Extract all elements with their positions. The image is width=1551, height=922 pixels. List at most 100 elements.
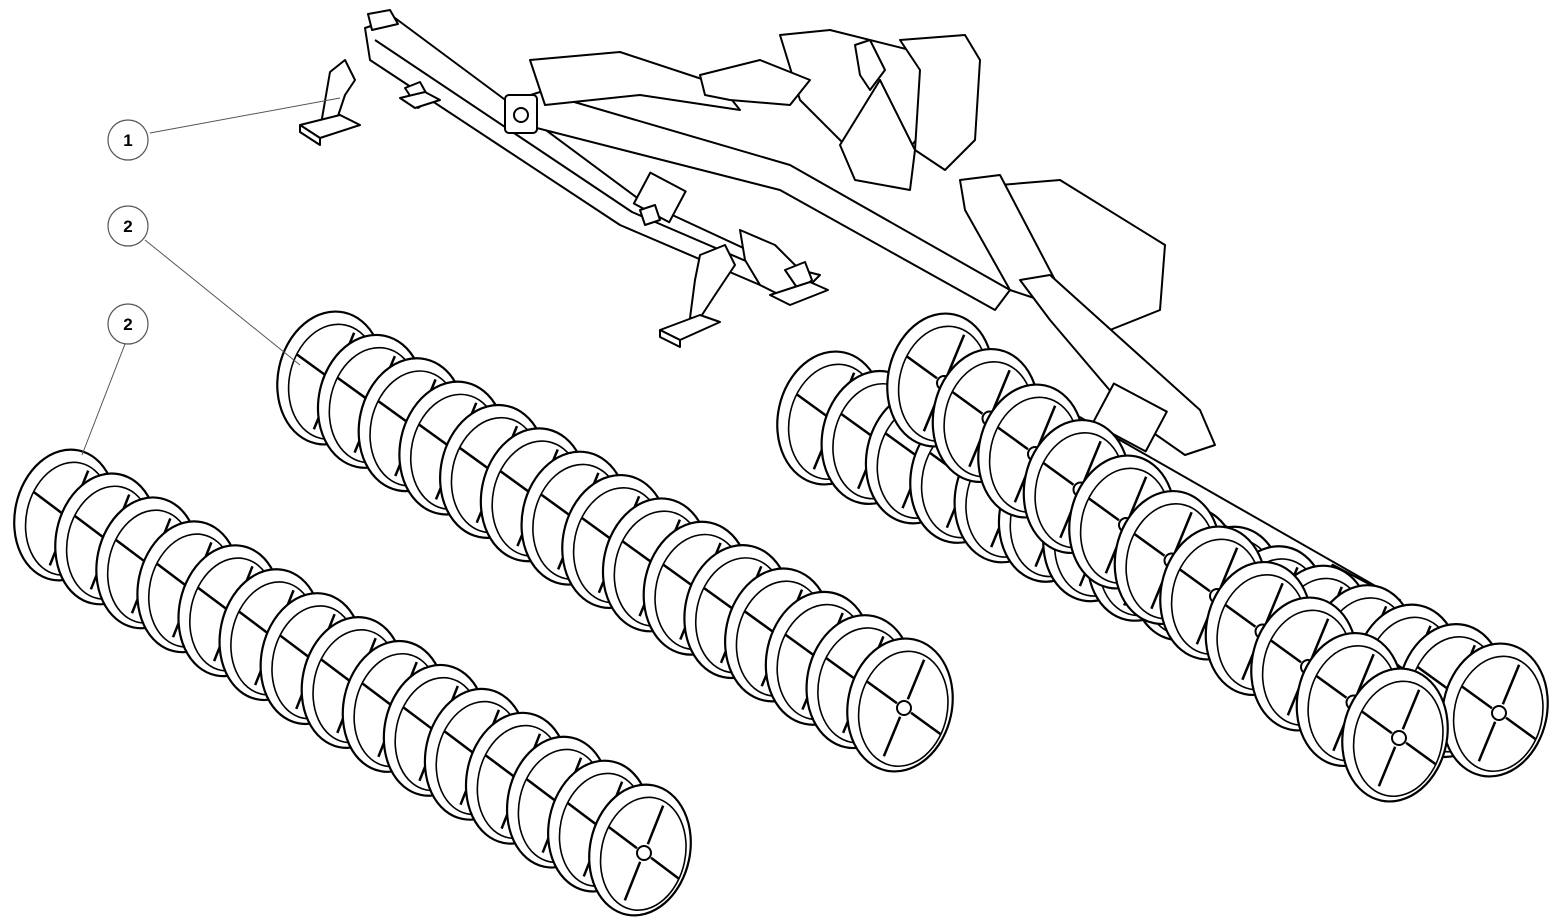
ring-spoke — [499, 470, 532, 495]
ring-spoke — [526, 778, 556, 802]
ring-inner-rim — [1352, 680, 1444, 798]
ring-spoke — [885, 432, 917, 457]
ring-spoke — [337, 376, 369, 401]
ring-spoke — [1128, 476, 1148, 517]
ring-spoke — [744, 610, 776, 635]
ring-spoke — [156, 562, 186, 586]
callout-bubble-2-upper — [107, 205, 149, 247]
ring-spoke — [402, 706, 433, 730]
ring-spoke — [866, 680, 898, 705]
diagonal-drawbar — [514, 91, 1011, 311]
leader-line-1 — [149, 97, 341, 134]
ring-spoke — [418, 423, 450, 448]
ring-spoke — [623, 861, 642, 901]
hitch-tower — [899, 34, 981, 171]
ring-spoke — [377, 400, 410, 424]
ring-spoke — [622, 540, 654, 565]
hub-nut — [1391, 730, 1407, 746]
bearing-housing — [1091, 382, 1168, 453]
ring-spoke — [320, 658, 351, 682]
ring-spoke — [1042, 462, 1075, 486]
roller-ring — [588, 783, 692, 917]
ring-spoke — [662, 563, 695, 588]
ring-spoke — [1315, 675, 1348, 699]
ring-spoke — [1461, 685, 1493, 710]
callouts: 1 2 2 — [81, 97, 341, 456]
roller-section-left — [13, 448, 692, 917]
ring-spoke — [997, 426, 1029, 451]
ring-spoke — [906, 659, 926, 700]
ring-inner-rim — [857, 650, 949, 768]
ring-spoke — [840, 413, 873, 437]
roller-ring — [1341, 667, 1449, 803]
stabilizer-legs — [299, 59, 829, 348]
roller-section-middle — [276, 310, 954, 773]
callout-label-1: 1 — [123, 131, 132, 150]
ring-spoke — [540, 493, 572, 518]
skid-plate — [769, 281, 829, 306]
ring-spoke — [825, 657, 857, 681]
skid-plate — [399, 91, 441, 109]
stabilizer-leg — [689, 244, 736, 319]
leg-clamp — [639, 204, 661, 226]
ring-spoke — [1270, 639, 1302, 664]
beam-end-cap — [367, 9, 399, 31]
roller-ring — [1441, 642, 1549, 778]
ring-spoke — [459, 447, 491, 471]
ring-spoke — [443, 730, 474, 754]
ring-spoke — [484, 754, 515, 778]
ring-spoke — [784, 633, 817, 658]
bearing-bolt — [513, 107, 529, 123]
ring-spoke — [197, 586, 228, 610]
ring-spoke — [238, 610, 269, 634]
ring-inner-rim — [1452, 655, 1544, 773]
hub-nut — [896, 700, 912, 716]
callout-bubble-2-lower — [107, 303, 149, 345]
ring-spoke — [1179, 568, 1211, 593]
ring-spoke — [882, 716, 902, 757]
ring-spoke — [1224, 604, 1257, 628]
ring-spoke — [992, 369, 1011, 411]
ring-spoke — [906, 355, 938, 380]
hitch-triangle — [839, 79, 916, 191]
roller-sections — [13, 310, 1549, 917]
leader-line-2-lower — [81, 343, 126, 456]
callout-label-2-upper: 2 — [123, 217, 132, 236]
ring-spoke — [1310, 618, 1330, 659]
ring-spoke — [1361, 710, 1393, 735]
center-arm — [529, 51, 741, 111]
ring-spoke — [1219, 547, 1239, 588]
callout-bubble-1 — [107, 119, 149, 161]
skid-plate-front — [659, 329, 681, 348]
ring-spoke — [567, 802, 597, 826]
top-link-bracket — [854, 39, 886, 91]
ring-spoke — [33, 491, 63, 515]
skid-plate-front — [299, 124, 321, 146]
ring-spoke — [796, 393, 828, 418]
ring-spoke — [608, 826, 638, 850]
lift-arm-left — [699, 59, 811, 106]
ring-spoke — [1083, 440, 1102, 482]
beam-bearing — [504, 94, 538, 134]
rear-strut — [1019, 274, 1216, 456]
ring-spoke — [1088, 497, 1120, 522]
ring-spoke — [361, 682, 392, 706]
ring-spoke — [946, 334, 966, 375]
ring-spoke — [296, 353, 328, 378]
hub-nut — [636, 845, 652, 861]
ring-spoke — [581, 517, 613, 541]
ring-spoke — [279, 634, 310, 658]
ring-spoke — [650, 856, 680, 880]
ring-spoke — [1356, 653, 1375, 695]
ring-spoke — [1401, 689, 1421, 730]
ring-spoke — [1405, 741, 1437, 766]
ring-spoke — [1265, 582, 1284, 624]
ring-spoke — [703, 587, 735, 611]
ring-spoke — [1174, 511, 1193, 553]
ring-spoke — [951, 391, 984, 415]
hub-nut — [1491, 705, 1507, 721]
rear-beam-top-edge — [374, 39, 791, 281]
roller-ring — [846, 637, 954, 773]
ring-spoke — [1477, 721, 1497, 762]
